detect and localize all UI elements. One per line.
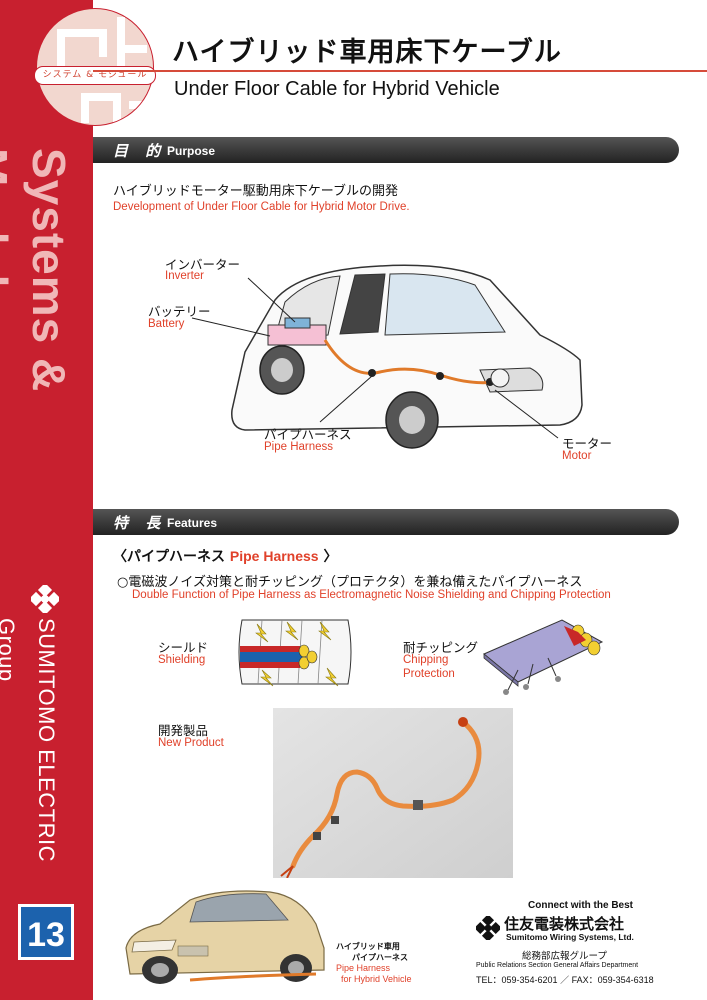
pipe-harness-label-jp: パイプハーネス <box>264 427 352 442</box>
new-product-photo <box>273 708 513 878</box>
title-rule <box>93 70 707 72</box>
heading-en: Pipe Harness <box>229 548 319 564</box>
feature-bullet-en: Double Function of Pipe Harness as Elect… <box>132 589 611 601</box>
pipe-harness-heading: 〈パイプハーネス Pipe Harness 〉 <box>113 546 337 566</box>
chipping-label-en-2: Protection <box>403 668 455 680</box>
battery-label-en: Battery <box>148 318 185 330</box>
company-name-en: Sumitomo Wiring Systems, Ltd. <box>506 932 634 942</box>
page-title-en: Under Floor Cable for Hybrid Vehicle <box>174 78 500 100</box>
sws-logo-icon <box>476 916 500 940</box>
badge-label: システム & モジュール <box>34 66 156 85</box>
company-name-jp: 住友電装株式会社 <box>504 915 625 933</box>
purpose-label-en: Purpose <box>167 144 216 158</box>
vertical-company-name: SUMITOMO ELECTRIC Group <box>0 618 59 863</box>
department-jp: 総務部広報グループ <box>522 951 607 962</box>
chipping-label-jp: 耐チッピング <box>403 640 479 655</box>
shielding-diagram <box>238 619 352 687</box>
page-title-jp: ハイブリッド車用床下ケーブル <box>172 37 562 68</box>
department-en: Public Relations Section General Affairs… <box>476 962 639 969</box>
purpose-label-jp: 目 的 <box>113 142 167 160</box>
bottom-label-jp-1: ハイブリッド車用 <box>336 942 400 951</box>
hybrid-sedan-illustration <box>125 890 325 984</box>
shielding-label-en: Shielding <box>158 654 206 666</box>
company-footer: Connect with the Best 住友電装株式会社 Sumitomo … <box>472 896 672 991</box>
fax-number: FAX：059-354-6318 <box>571 975 654 985</box>
chipping-diagram <box>483 619 604 695</box>
page-number: 13 <box>18 904 74 960</box>
purpose-text-jp: ハイブリッドモーター駆動用床下ケーブルの開発 <box>113 184 398 199</box>
bottom-label-en-2: for Hybrid Vehicle <box>341 974 412 984</box>
bottom-label-jp-2: パイプハーネス <box>352 953 408 962</box>
motor-label-jp: モーター <box>562 436 613 451</box>
purpose-text-en: Development of Under Floor Cable for Hyb… <box>113 201 410 213</box>
features-section-bar: 特 長 Features <box>93 509 679 535</box>
new-product-label-en: New Product <box>158 737 224 749</box>
contact-line: TEL：059-354-6201 ／ FAX：059-354-6318 <box>476 973 654 986</box>
new-product-label-jp: 開発製品 <box>158 723 209 738</box>
pipe-harness-label-en: Pipe Harness <box>264 441 334 453</box>
vertical-section-title: Systems & Modules <box>0 148 75 393</box>
feature-bullet-jp: ○電磁波ノイズ対策と耐チッピング（プロテクタ）を兼ね備えたパイプハーネス <box>117 575 583 590</box>
battery-label-jp: バッテリー <box>148 304 211 319</box>
shielding-label-jp: シールド <box>158 640 209 655</box>
tagline: Connect with the Best <box>528 900 634 911</box>
purpose-section-bar: 目 的 Purpose <box>93 137 679 163</box>
sidebar-band <box>0 0 93 1000</box>
heading-close: 〉 <box>323 549 338 565</box>
contact-separator: ／ <box>560 975 570 985</box>
phone-number: TEL：059-354-6201 <box>476 975 558 985</box>
bottom-label-en-1: Pipe Harness <box>336 963 391 973</box>
motor-label-en: Motor <box>562 450 592 462</box>
features-label-en: Features <box>167 516 218 530</box>
heading-jp: 〈パイプハーネス <box>113 549 225 565</box>
features-label-jp: 特 長 <box>113 514 167 532</box>
sumitomo-mark-icon <box>31 585 59 613</box>
hybrid-car-illustration <box>191 264 583 449</box>
inverter-label-en: Inverter <box>165 270 204 282</box>
chipping-label-en-1: Chipping <box>403 654 449 666</box>
inverter-label-jp: インバーター <box>165 257 241 272</box>
